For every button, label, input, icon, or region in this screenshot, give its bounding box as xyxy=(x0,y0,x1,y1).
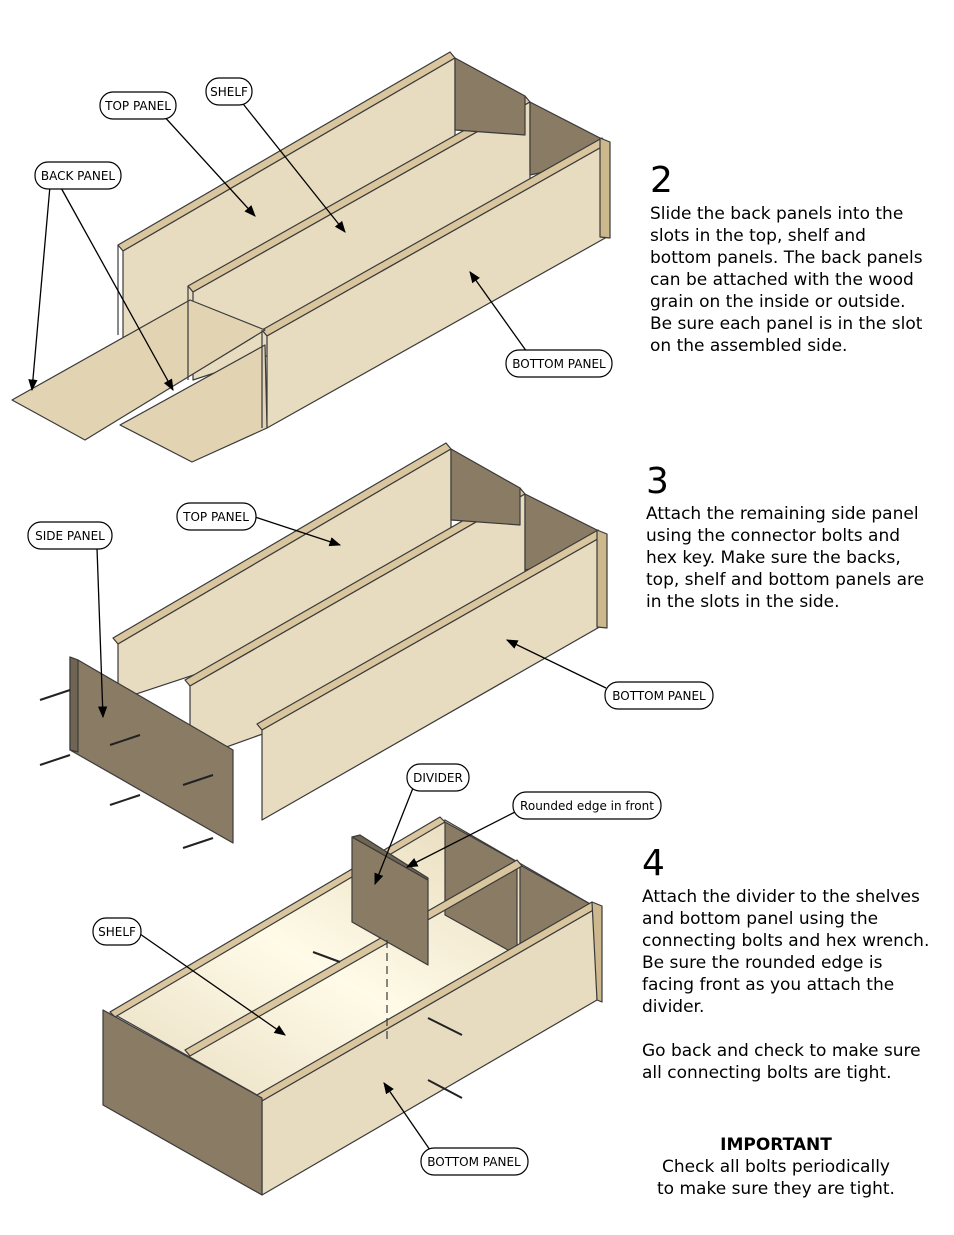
step-4-number: 4 xyxy=(642,843,665,884)
step-2-instructions: Slide the back panels into the slots in … xyxy=(650,204,923,356)
callout-side-panel-step3: SIDE PANEL xyxy=(27,521,113,550)
important-note: IMPORTANT Check all bolts periodically t… xyxy=(640,1134,912,1200)
step-2-number: 2 xyxy=(650,160,673,201)
svg-text:TOP PANEL: TOP PANEL xyxy=(182,510,249,524)
step-3-number: 3 xyxy=(646,461,669,502)
callout-rounded-edge-step4: Rounded edge in front xyxy=(512,791,662,820)
svg-text:BOTTOM PANEL: BOTTOM PANEL xyxy=(612,689,706,703)
svg-text:BOTTOM PANEL: BOTTOM PANEL xyxy=(512,357,606,371)
step4-connecting-bolts xyxy=(312,951,463,1099)
svg-text:TOP PANEL: TOP PANEL xyxy=(104,99,171,113)
step2-assembly xyxy=(11,51,611,463)
leader-lines xyxy=(28,99,607,1151)
callout-top-panel-step2: TOP PANEL xyxy=(99,91,177,120)
step3-assembly xyxy=(39,442,608,849)
callout-back-panel-step2: BACK PANEL xyxy=(34,161,122,190)
svg-text:SHELF: SHELF xyxy=(210,85,248,99)
svg-text:BOTTOM PANEL: BOTTOM PANEL xyxy=(427,1155,521,1169)
step-3-instructions: Attach the remaining side panel using th… xyxy=(646,504,925,612)
callout-bottom-panel-step2: BOTTOM PANEL xyxy=(505,349,613,378)
important-text: Check all bolts periodically to make sur… xyxy=(657,1157,895,1199)
step2-side-panel xyxy=(599,137,611,239)
step3-connector-bolts xyxy=(39,689,214,849)
callout-bottom-panel-step3: BOTTOM PANEL xyxy=(604,681,714,710)
svg-text:SHELF: SHELF xyxy=(98,925,136,939)
step-4-instructions: Attach the divider to the shelves and bo… xyxy=(642,887,930,1083)
svg-text:DIVIDER: DIVIDER xyxy=(413,771,463,785)
callout-shelf-step4: SHELF xyxy=(92,917,142,946)
callout-bottom-panel-step4: BOTTOM PANEL xyxy=(420,1147,529,1176)
important-title: IMPORTANT xyxy=(720,1135,832,1155)
step2-back-panel-right xyxy=(119,344,268,463)
callout-divider-step4: DIVIDER xyxy=(406,763,470,792)
svg-text:SIDE PANEL: SIDE PANEL xyxy=(35,529,105,543)
svg-text:Rounded edge in front: Rounded edge in front xyxy=(520,799,654,813)
step4-assembly xyxy=(102,816,603,1196)
callout-shelf-step2: SHELF xyxy=(205,77,253,106)
step2-back-panel-left xyxy=(11,299,266,441)
svg-text:BACK PANEL: BACK PANEL xyxy=(41,169,116,183)
callout-top-panel-step3: TOP PANEL xyxy=(176,502,257,531)
